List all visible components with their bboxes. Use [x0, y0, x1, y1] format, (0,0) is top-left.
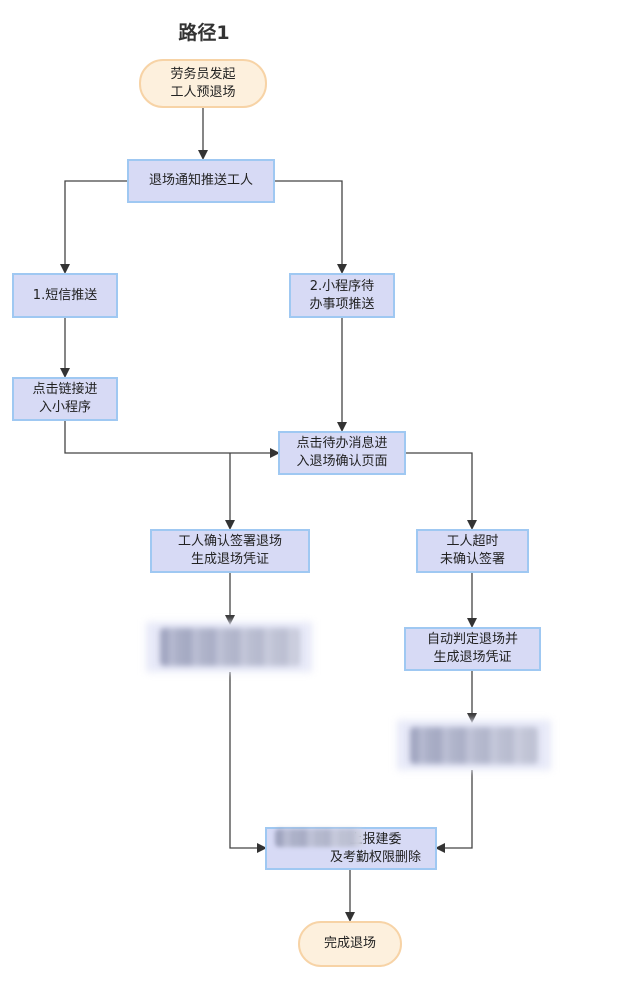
redacted-node-right [410, 727, 538, 764]
sms-push-node: 1.短信推送 [12, 273, 118, 318]
redacted-report-prefix [275, 829, 363, 847]
start-node: 劳务员发起 工人预退场 [139, 59, 267, 108]
click-message-node: 点击待办消息进 入退场确认页面 [278, 431, 406, 475]
arrow-notify-sms [60, 180, 127, 274]
click-link-node: 点击链接进 入小程序 [12, 377, 118, 421]
arrow-rightblur-report [435, 770, 473, 853]
arrow-clicklink-clickmsg [64, 420, 280, 458]
finish-node: 完成退场 [298, 921, 402, 967]
notify-node: 退场通知推送工人 [127, 159, 275, 203]
arrow-notify-mini [275, 180, 347, 274]
arrow-leftblur-report [229, 672, 267, 853]
arrow-clickmsg-timeout [405, 452, 477, 530]
timeout-node: 工人超时 未确认签署 [416, 529, 529, 573]
auto-judge-node: 自动判定退场并 生成退场凭证 [404, 627, 541, 671]
diagram-title: 路径1 [178, 22, 230, 44]
worker-confirm-node: 工人确认签署退场 生成退场凭证 [150, 529, 310, 573]
miniprogram-push-node: 2.小程序待 办事项推送 [289, 273, 395, 318]
redacted-node-left [160, 628, 300, 666]
